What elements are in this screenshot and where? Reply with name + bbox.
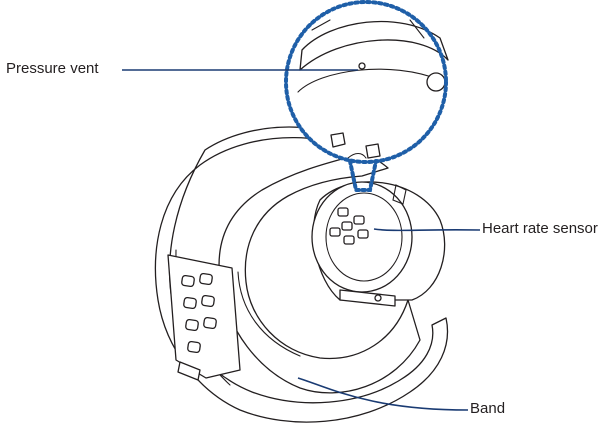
zoom-circle (284, 0, 448, 164)
heart-rate-sensor-pads (329, 207, 369, 245)
heart-rate-sensor-leader (373, 228, 481, 232)
band-label: Band (470, 400, 506, 417)
band-leader (297, 377, 469, 411)
pressure-vent-label: Pressure vent (6, 60, 99, 77)
heart-rate-sensor-label: Heart rate sensor (482, 220, 598, 237)
zoom-detail (284, 0, 449, 192)
band-buckle (167, 254, 241, 381)
callout-lines (122, 69, 481, 411)
watch-body (311, 181, 446, 307)
